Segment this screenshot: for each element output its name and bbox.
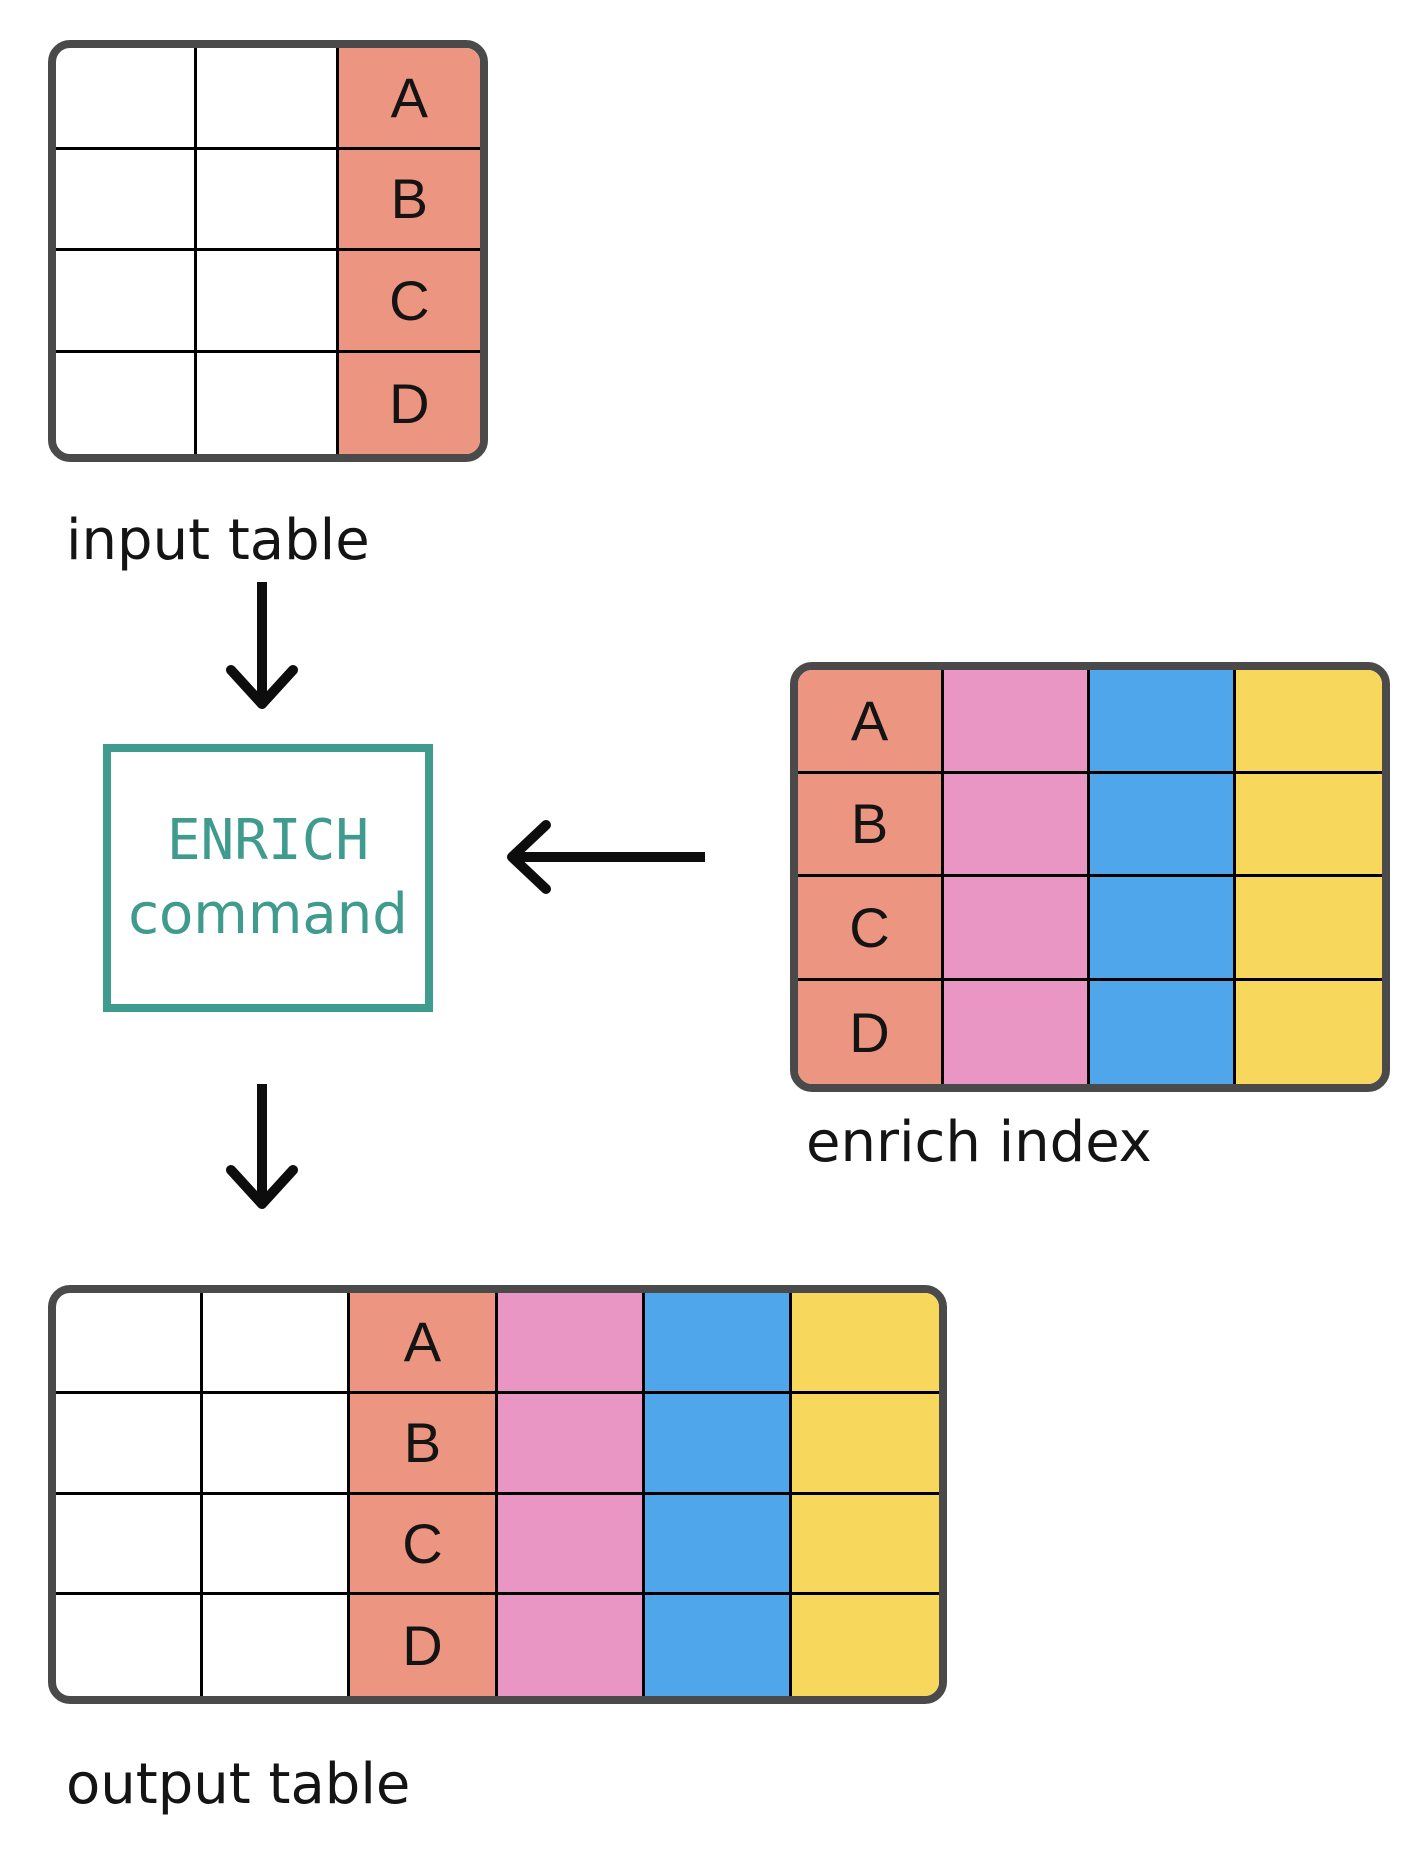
table-cell — [644, 1494, 792, 1596]
key-cell-b: B — [350, 1393, 498, 1495]
table-cell — [497, 1494, 645, 1596]
table-cell — [1236, 670, 1382, 774]
table-cell — [1236, 980, 1382, 1084]
key-cell-b: B — [338, 149, 480, 251]
table-cell — [56, 1393, 204, 1495]
enrich-index-label: enrich index — [806, 1110, 1152, 1175]
enrich-command-subtitle: command — [128, 882, 408, 947]
key-cell-c: C — [798, 877, 944, 981]
table-cell — [197, 149, 339, 251]
key-cell-d: D — [338, 352, 480, 454]
table-cell — [197, 352, 339, 454]
output-table-label: output table — [66, 1752, 411, 1817]
table-cell — [203, 1393, 351, 1495]
table-cell — [497, 1393, 645, 1495]
table-cell — [644, 1293, 792, 1394]
enrich-index-table: A B C D — [790, 662, 1390, 1092]
key-cell-c: C — [338, 251, 480, 353]
table-cell — [197, 48, 339, 150]
table-cell — [791, 1494, 939, 1596]
table-cell — [56, 1595, 204, 1696]
table-cell — [791, 1293, 939, 1394]
table-cell — [944, 877, 1090, 981]
table-cell — [197, 251, 339, 353]
table-cell — [56, 149, 198, 251]
table-cell — [1236, 773, 1382, 877]
table-cell — [1236, 877, 1382, 981]
table-cell — [644, 1595, 792, 1696]
table-cell — [944, 773, 1090, 877]
key-cell-a: A — [350, 1293, 498, 1394]
key-cell-d: D — [798, 980, 944, 1084]
table-cell — [56, 48, 198, 150]
table-cell — [497, 1595, 645, 1696]
table-cell — [56, 1293, 204, 1394]
arrow-down-icon — [226, 1084, 298, 1209]
table-cell — [203, 1595, 351, 1696]
table-cell — [1090, 877, 1236, 981]
output-table: A B C D — [48, 1285, 947, 1704]
table-cell — [1090, 670, 1236, 774]
table-cell — [791, 1393, 939, 1495]
arrow-down-icon — [226, 582, 298, 709]
table-cell — [1090, 980, 1236, 1084]
table-cell — [56, 251, 198, 353]
key-cell-a: A — [338, 48, 480, 150]
table-cell — [791, 1595, 939, 1696]
table-cell — [497, 1293, 645, 1394]
input-table: A B C D — [48, 40, 488, 462]
key-cell-d: D — [350, 1595, 498, 1696]
table-cell — [56, 352, 198, 454]
table-cell — [56, 1494, 204, 1596]
table-cell — [203, 1293, 351, 1394]
input-table-label: input table — [66, 508, 370, 573]
table-cell — [1090, 773, 1236, 877]
key-cell-a: A — [798, 670, 944, 774]
enrich-command-title: ENRICH — [166, 808, 370, 874]
table-cell — [944, 670, 1090, 774]
table-cell — [203, 1494, 351, 1596]
table-cell — [944, 980, 1090, 1084]
enrich-command-box: ENRICH command — [103, 744, 433, 1012]
key-cell-c: C — [350, 1494, 498, 1596]
key-cell-b: B — [798, 773, 944, 877]
table-cell — [644, 1393, 792, 1495]
arrow-left-icon — [507, 820, 705, 894]
